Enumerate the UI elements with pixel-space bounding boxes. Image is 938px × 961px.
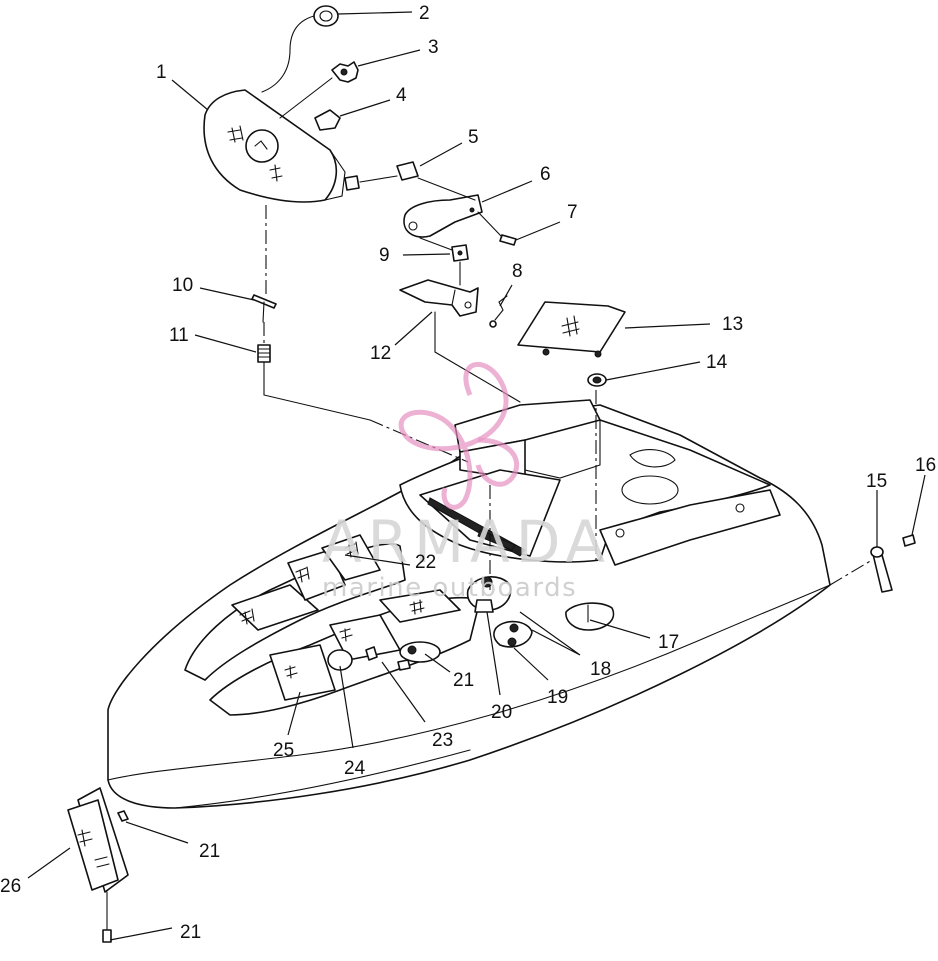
callout-18: 18 bbox=[590, 659, 611, 680]
callout-2: 2 bbox=[419, 3, 430, 24]
callout-16: 16 bbox=[915, 455, 936, 476]
callout-20: 20 bbox=[491, 702, 512, 723]
callout-5: 5 bbox=[468, 127, 479, 148]
callout-7: 7 bbox=[567, 202, 578, 223]
top-plate bbox=[517, 301, 626, 353]
watermark: ARMADA marine outboards bbox=[322, 361, 611, 603]
watermark-tagline: marine outboards bbox=[322, 573, 577, 603]
assembly-lines bbox=[263, 205, 873, 590]
mount-bracket bbox=[403, 194, 483, 238]
callout-26: 26 bbox=[0, 876, 21, 897]
propeller-logo-icon bbox=[398, 361, 509, 510]
callout-1: 1 bbox=[156, 62, 167, 83]
callout-24: 24 bbox=[344, 758, 366, 779]
callout-21b: 21 bbox=[199, 841, 220, 862]
callout-22: 22 bbox=[415, 552, 436, 573]
callout-21c: 21 bbox=[180, 922, 201, 943]
upper-parts bbox=[203, 5, 916, 593]
callouts: 1 2 3 4 5 6 7 8 9 10 11 12 13 14 15 16 1… bbox=[0, 3, 936, 943]
callout-19: 19 bbox=[547, 687, 568, 708]
callout-4: 4 bbox=[396, 85, 407, 106]
watermark-brand: ARMADA bbox=[322, 508, 611, 576]
callout-6: 6 bbox=[540, 164, 551, 185]
callout-21a: 21 bbox=[453, 670, 474, 691]
callout-3: 3 bbox=[428, 37, 439, 58]
callout-11: 11 bbox=[169, 325, 189, 346]
callout-17: 17 bbox=[658, 632, 679, 653]
callout-9: 9 bbox=[379, 245, 390, 266]
bottom-bracket bbox=[67, 787, 129, 943]
callout-8: 8 bbox=[512, 261, 523, 282]
callout-14: 14 bbox=[706, 352, 728, 373]
deck-assembly bbox=[107, 399, 831, 809]
leader-lines bbox=[27, 11, 926, 941]
callout-13: 13 bbox=[722, 314, 743, 335]
callout-25: 25 bbox=[273, 740, 294, 761]
callout-23: 23 bbox=[432, 730, 453, 751]
callout-12: 12 bbox=[370, 343, 391, 364]
callout-15: 15 bbox=[866, 471, 887, 492]
callout-10: 10 bbox=[172, 275, 193, 296]
support-bracket bbox=[399, 279, 479, 317]
